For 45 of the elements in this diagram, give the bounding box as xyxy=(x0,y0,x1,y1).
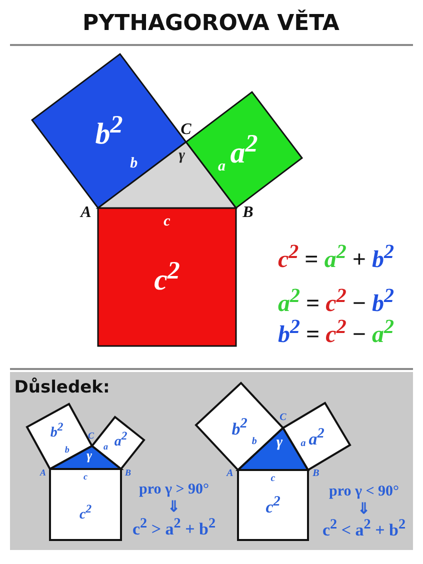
area-label: a$^{2}$ xyxy=(114,430,128,449)
side-label: a xyxy=(218,159,226,174)
side-label: a xyxy=(300,439,306,450)
area-label: c$^{2}$ xyxy=(79,504,92,522)
vertex-label: A xyxy=(226,469,234,479)
vertex-label: C xyxy=(180,122,192,138)
formula: b$^{2}$ = c$^{2}$ − a$^{2}$ xyxy=(278,317,394,347)
vertex-label: C xyxy=(88,432,94,440)
side-label: a xyxy=(103,442,108,452)
square xyxy=(50,469,121,540)
side-label: c xyxy=(84,472,88,482)
side-label: c xyxy=(270,474,276,484)
implication-arrow: ⇓ xyxy=(358,502,370,518)
side-label: b xyxy=(64,446,70,455)
angle-label: γ xyxy=(86,448,92,462)
inequality: c$^{2}$ < a$^{2}$ + b$^{2}$ xyxy=(322,518,406,538)
area-label: b$^{2}$ xyxy=(232,416,248,437)
vertex-label: B xyxy=(312,469,320,479)
side-label: b xyxy=(252,437,257,448)
side-label: b xyxy=(130,156,138,172)
square xyxy=(238,470,308,540)
angle-label: γ xyxy=(276,435,283,450)
vertex-label: B xyxy=(242,205,254,221)
triangle xyxy=(50,446,121,469)
formula: a$^{2}$ = c$^{2}$ − b$^{2}$ xyxy=(278,286,394,316)
area-label: a$^{2}$ xyxy=(308,426,324,447)
area-label: a$^{2}$ xyxy=(230,132,258,168)
side-label: c xyxy=(164,214,170,229)
formula: c$^{2}$ = a$^{2}$ + b$^{2}$ xyxy=(278,242,394,272)
area-label: b$^{2}$ xyxy=(95,112,123,150)
vertex-label: B xyxy=(125,468,131,478)
section-heading: Důsledek: xyxy=(14,380,110,396)
square xyxy=(98,208,236,346)
triangle xyxy=(238,428,308,470)
inequality: c$^{2}$ > a$^{2}$ + b$^{2}$ xyxy=(132,516,216,538)
vertex-label: A xyxy=(80,205,92,221)
implication-arrow: ⇓ xyxy=(168,500,180,516)
condition-text: pro γ > 90° xyxy=(138,482,210,498)
vertex-label: A xyxy=(40,468,46,478)
area-label: c$^{2}$ xyxy=(266,494,280,516)
condition-text: pro γ < 90° xyxy=(328,484,400,500)
vertex-label: C xyxy=(280,413,286,423)
area-label: c$^{2}$ xyxy=(154,258,180,296)
angle-label: γ xyxy=(178,148,185,164)
area-label: b$^{2}$ xyxy=(50,422,64,441)
